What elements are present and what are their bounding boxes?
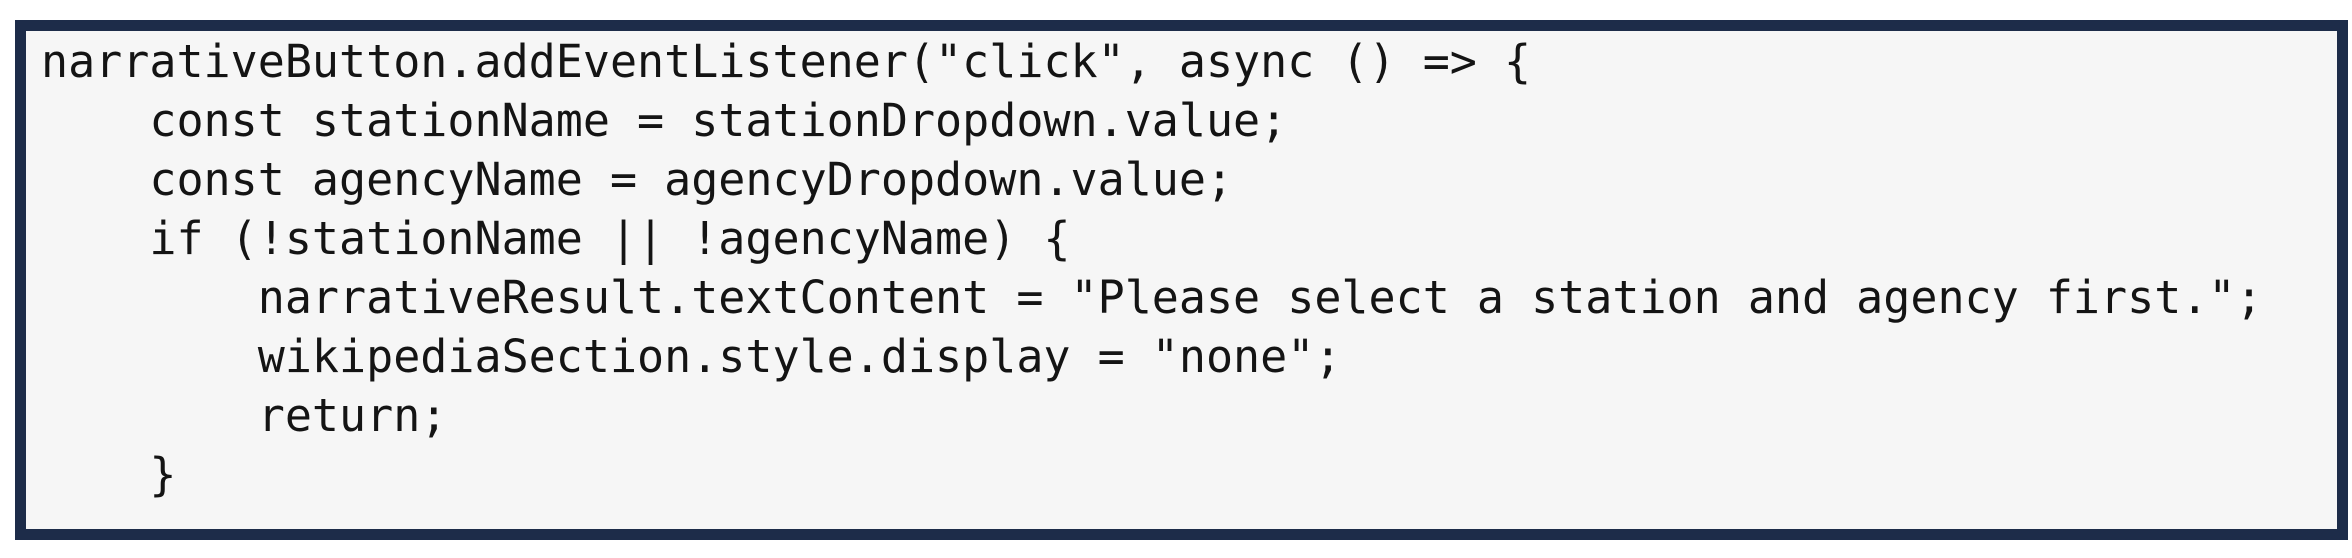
code-line: narrativeResult.textContent = "Please se…: [41, 271, 2263, 324]
code-block-frame: narrativeButton.addEventListener("click"…: [15, 20, 2348, 540]
code-line: if (!stationName || !agencyName) {: [41, 212, 1071, 265]
code-line: wikipediaSection.style.display = "none";: [41, 330, 1342, 383]
code-line: }: [41, 448, 177, 501]
code-line: const agencyName = agencyDropdown.value;: [41, 153, 1234, 206]
code-line: return;: [41, 389, 448, 442]
code-line: const stationName = stationDropdown.valu…: [41, 94, 1288, 147]
code-line: narrativeButton.addEventListener("click"…: [41, 35, 1532, 88]
code-content: narrativeButton.addEventListener("click"…: [41, 32, 2325, 504]
